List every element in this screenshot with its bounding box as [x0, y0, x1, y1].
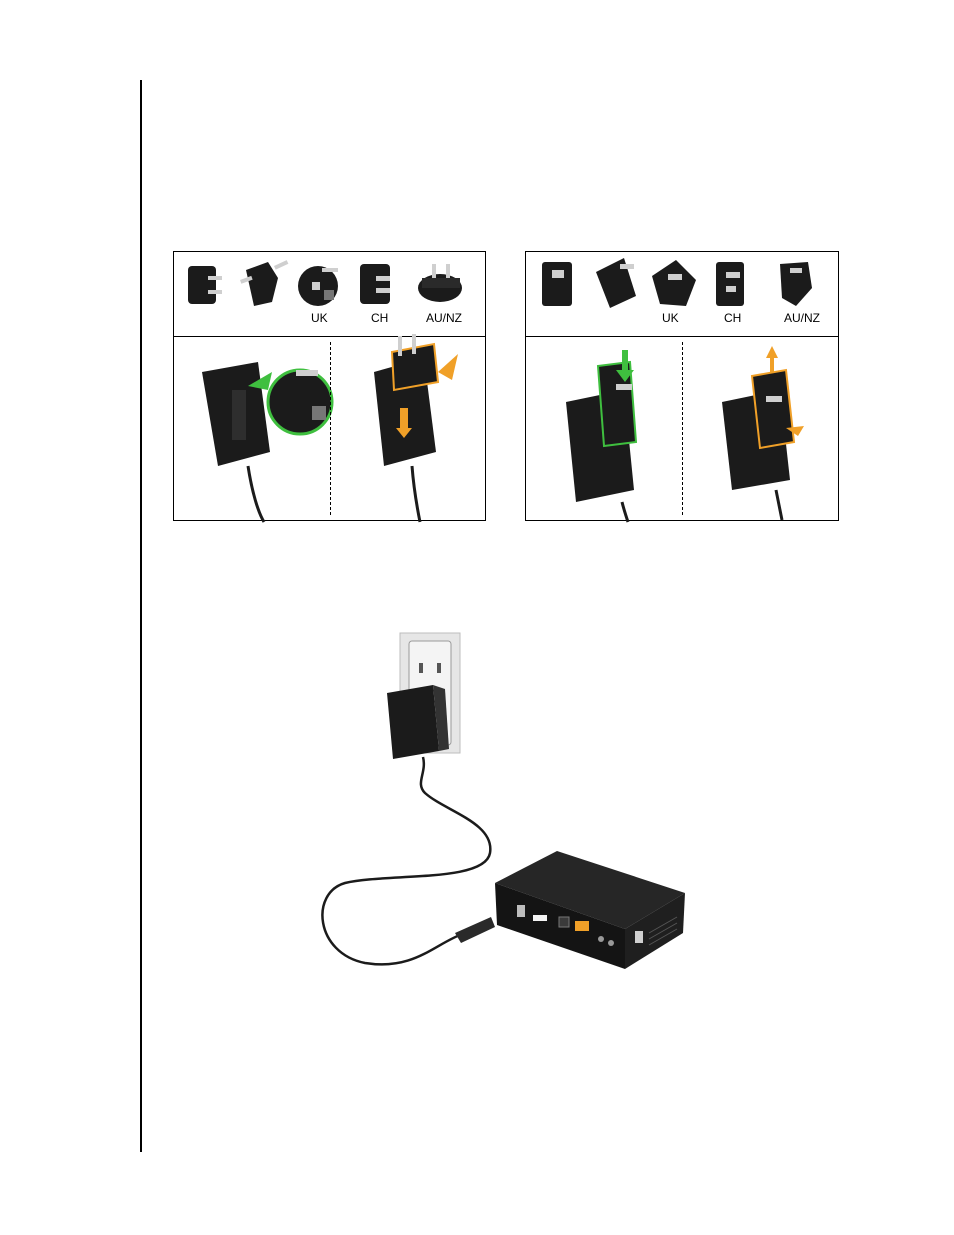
adapter-figure-left: UK CH AU/NZ [173, 251, 486, 521]
au-plug-flat-icon [772, 258, 832, 318]
adapter-remove-icon [354, 342, 504, 522]
us-plug-icon [182, 260, 242, 320]
margin-rule [140, 80, 142, 1152]
plug-label-aunz: AU/NZ [426, 311, 462, 325]
step-divider-right [682, 342, 683, 515]
power-connection-figure [305, 633, 691, 973]
plug-row-left: UK CH AU/NZ [174, 252, 485, 337]
plug-label-uk: UK [311, 311, 328, 325]
adapter-slide-off-icon [716, 340, 866, 520]
eu-plug-icon [238, 256, 298, 316]
ch-plug-flat-icon [710, 258, 770, 318]
eu-plug-flat-icon [590, 256, 650, 316]
step-divider-left [330, 342, 331, 515]
steps-left [174, 336, 485, 521]
uk-plug-flat-icon [646, 256, 706, 316]
ch-plug-icon [354, 258, 414, 318]
plug-label-ch-right: CH [724, 311, 741, 325]
steps-right [526, 336, 838, 521]
power-connection-illustration [305, 633, 691, 973]
adapter-slide-on-icon [560, 340, 710, 520]
plug-label-ch: CH [371, 311, 388, 325]
adapter-figure-right: UK CH AU/NZ [525, 251, 839, 521]
us-plug-flat-icon [536, 258, 596, 318]
uk-plug-icon [294, 258, 354, 318]
au-plug-icon [414, 258, 484, 318]
plug-row-right: UK CH AU/NZ [526, 252, 838, 337]
plug-label-uk-right: UK [662, 311, 679, 325]
adapter-attach-icon [188, 342, 338, 522]
plug-label-aunz-right: AU/NZ [784, 311, 820, 325]
